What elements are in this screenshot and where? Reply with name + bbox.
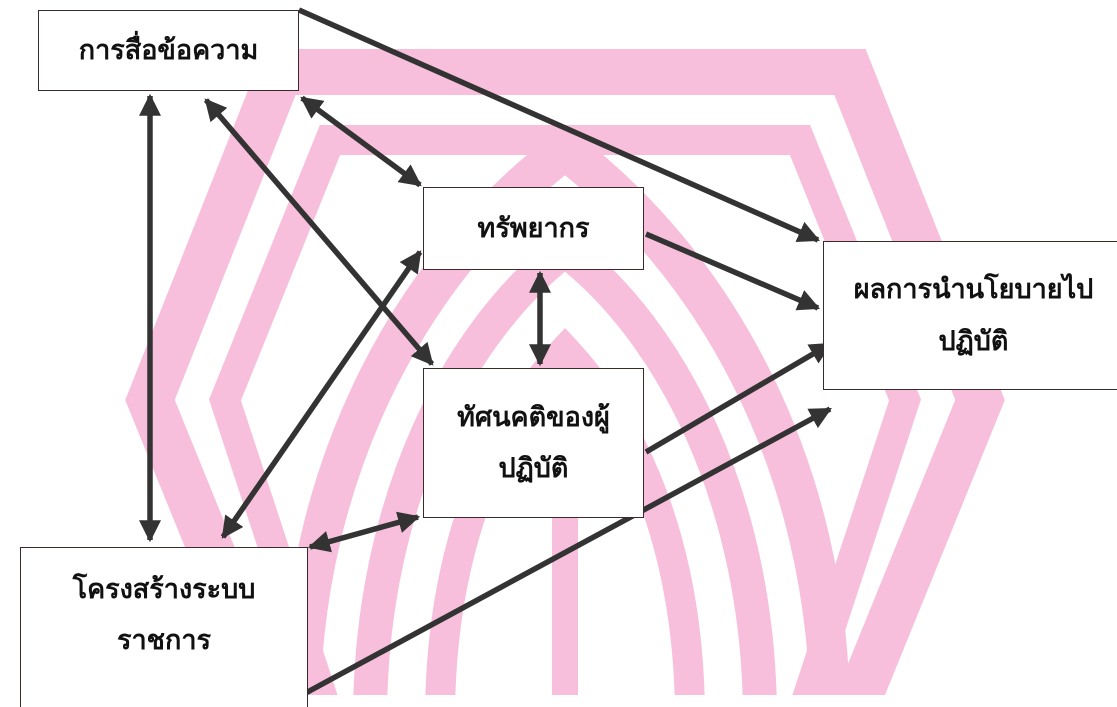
- node-structure-text: โครงสร้างระบบ ราชการ: [73, 564, 256, 667]
- node-communication-label: การสื่อข้อความ: [78, 34, 259, 66]
- node-attitude-text: ทัศนคติของผู้ ปฏิบัติ: [457, 392, 610, 495]
- node-communication: การสื่อข้อความ: [38, 10, 299, 91]
- node-attitude: ทัศนคติของผู้ ปฏิบัติ: [423, 368, 644, 518]
- node-attitude-line2: ปฏิบัติ: [498, 453, 569, 484]
- node-outcome-line2: ปฏิบัติ: [938, 325, 1009, 357]
- node-structure: โครงสร้างระบบ ราชการ: [20, 547, 308, 707]
- node-structure-line1: โครงสร้างระบบ: [72, 574, 256, 605]
- edge-communication-attitude: [203, 98, 435, 366]
- edge-communication-resources: [300, 95, 422, 188]
- edge-structure-outcome: [300, 406, 832, 695]
- node-outcome-line1: ผลการนำนโยบายไป: [853, 274, 1094, 306]
- node-outcome-text: ผลการนำนโยบายไป ปฏิบัติ: [854, 264, 1094, 367]
- edge-resources-outcome: [644, 231, 821, 311]
- node-resources: ทรัพยากร: [423, 187, 644, 270]
- node-resources-label: ทรัพยากร: [477, 212, 590, 244]
- edge-attitude-outcome: [644, 341, 832, 455]
- edge-attitude-structure: [307, 511, 421, 553]
- node-structure-line2: ราชการ: [116, 625, 211, 657]
- node-outcome: ผลการนำนโยบายไป ปฏิบัติ: [823, 241, 1117, 390]
- node-attitude-line1: ทัศนคติของผู้: [457, 401, 610, 433]
- watermark-arc-inner: [425, 327, 705, 695]
- edge-communication-outcome: [297, 7, 821, 243]
- edge-resources-structure: [220, 250, 423, 539]
